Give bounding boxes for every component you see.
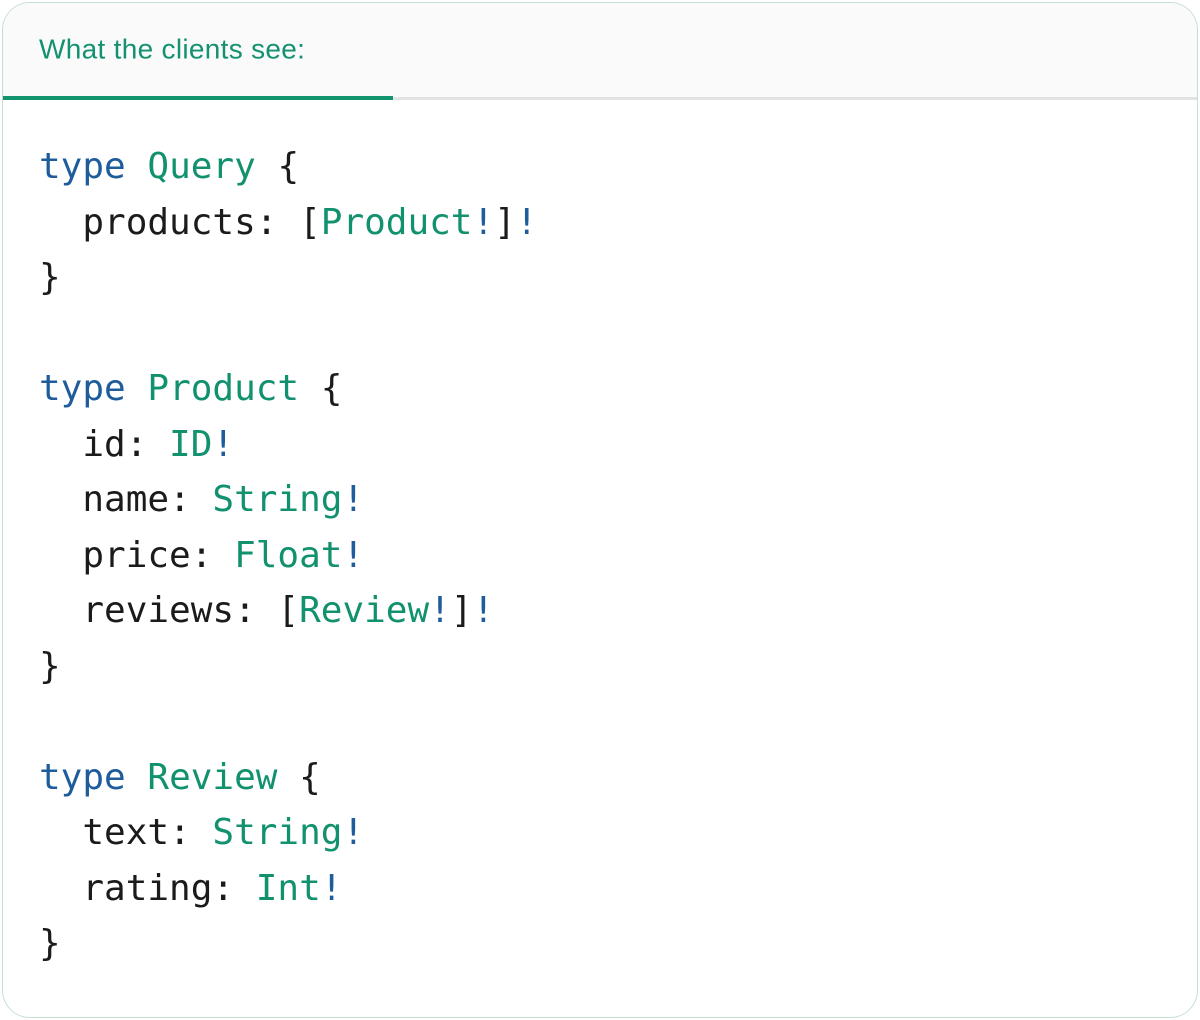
code-token: } xyxy=(39,257,61,298)
code-token: String xyxy=(212,812,343,853)
code-token: ID xyxy=(169,423,213,465)
code-token: Review xyxy=(147,756,278,798)
code-line: type Query { xyxy=(39,139,1161,195)
code-token: id: xyxy=(39,423,170,465)
code-line: } xyxy=(39,916,1161,972)
code-line: price: Float! xyxy=(39,528,1161,584)
code-token: Query xyxy=(147,146,256,187)
code-token: ! xyxy=(212,423,235,465)
code-line xyxy=(39,694,1161,750)
code-token: type xyxy=(39,368,126,409)
code-line: reviews: [Review!]! xyxy=(39,583,1161,639)
code-token: } xyxy=(39,645,61,687)
code-token: ] xyxy=(494,201,516,243)
code-token: Product xyxy=(320,201,473,243)
code-token: Int xyxy=(255,867,321,909)
active-tab-indicator xyxy=(3,96,393,100)
code-token: ! xyxy=(429,590,451,631)
code-line: type Product { xyxy=(39,361,1161,417)
panel-header: What the clients see: xyxy=(3,3,1197,100)
code-token: } xyxy=(39,923,61,964)
code-token: ! xyxy=(472,201,495,243)
code-token: type xyxy=(39,146,126,187)
code-token: Product xyxy=(147,368,300,409)
code-line: name: String! xyxy=(39,472,1161,528)
code-token xyxy=(126,368,148,409)
code-line: } xyxy=(39,250,1161,306)
code-token: ! xyxy=(515,201,538,243)
code-token: products: [ xyxy=(39,201,321,243)
code-token: reviews: [ xyxy=(39,590,300,631)
code-token: { xyxy=(299,368,343,409)
code-token: ! xyxy=(342,479,365,520)
code-line: id: ID! xyxy=(39,417,1161,473)
code-token xyxy=(126,757,148,798)
code-line: products: [Product!]! xyxy=(39,195,1161,251)
header-separator xyxy=(3,97,1197,100)
code-token: text: xyxy=(39,812,213,853)
code-token: type xyxy=(39,756,126,798)
code-token: Float xyxy=(234,534,343,576)
code-token: ! xyxy=(472,590,495,631)
code-token: ! xyxy=(342,812,365,853)
code-token: rating: xyxy=(39,867,256,909)
code-line: } xyxy=(39,639,1161,695)
code-line: rating: Int! xyxy=(39,861,1161,917)
code-token: { xyxy=(277,756,321,798)
code-token: { xyxy=(255,146,300,187)
code-token: name: xyxy=(39,479,213,520)
code-line xyxy=(39,306,1161,362)
code-block: type Query { products: [Product!]!} type… xyxy=(3,100,1197,1002)
code-token: price: xyxy=(39,534,235,576)
code-line: type Review { xyxy=(39,750,1161,806)
code-token: String xyxy=(212,479,343,520)
code-token: ! xyxy=(320,867,343,909)
code-token: Review xyxy=(299,590,430,631)
code-line: text: String! xyxy=(39,805,1161,861)
code-token xyxy=(126,146,148,187)
code-token: ! xyxy=(342,534,365,576)
code-token: ] xyxy=(450,590,473,631)
tab-what-clients-see[interactable]: What the clients see: xyxy=(39,32,306,64)
